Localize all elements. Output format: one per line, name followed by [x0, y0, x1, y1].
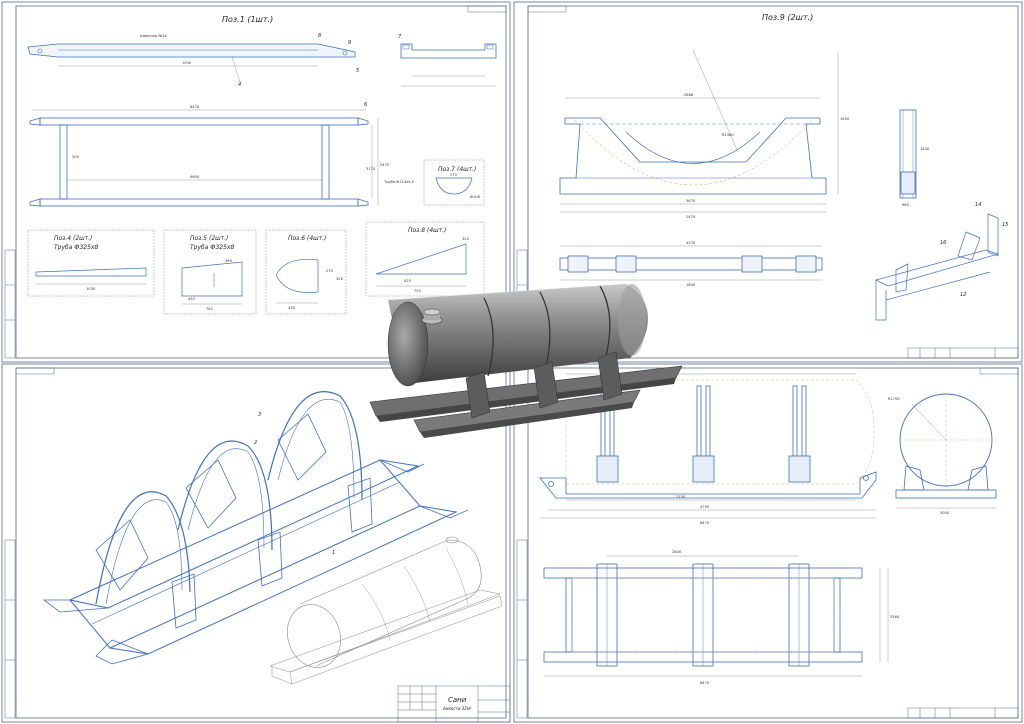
s4-dim-2840: 2840	[672, 550, 682, 554]
title-strips	[907, 347, 1019, 719]
s2-dim-2866: 2866	[684, 93, 694, 97]
pos5-title: Поз.5 (2шт.)	[190, 235, 228, 242]
frame-top-dimlines	[32, 109, 379, 206]
pos5-dim-2: 762	[206, 307, 213, 311]
s1-callout-8: 8	[318, 33, 321, 39]
detail-box-pos7: 270 Ф108	[423, 159, 485, 206]
tank-on-sled-render	[369, 283, 683, 438]
cradle-side-view	[899, 109, 917, 199]
s1-callout-5: 5	[356, 68, 359, 74]
side-view-dimlines	[540, 373, 876, 519]
pos8-title: Поз.8 (4шт.)	[408, 227, 446, 234]
sheet2-title: Поз.9 (2шт.)	[762, 13, 813, 22]
pos4-title: Поз.4 (2шт.)	[54, 235, 92, 242]
pos4-subtitle: Труба Ф325х8	[54, 244, 98, 251]
runner-side-view: 1030	[27, 43, 356, 83]
assembly-top-view	[543, 563, 863, 667]
s4-dim-2560: 2560	[890, 615, 900, 619]
s2-dim-r1360: R1360	[722, 133, 734, 137]
s3-callout-1: 1	[332, 550, 335, 556]
s2-dim-3670: 1640	[686, 283, 696, 287]
s2-callout-14: 14	[975, 202, 981, 208]
tank-wireframe	[269, 536, 503, 685]
pos8-dim-1: 750	[414, 289, 422, 293]
pos7-view	[400, 43, 497, 87]
s4-dim-6470b: 6470	[700, 681, 710, 685]
s1-dim-300: 300	[72, 155, 80, 159]
s1-callout-7: 7	[398, 34, 402, 40]
s2-callout-12: 12	[960, 292, 966, 298]
frame-top-view	[29, 117, 369, 207]
pos5-dim-1: 369	[225, 259, 233, 263]
pos8-dim-2: 425	[404, 279, 411, 283]
cradle-dimlines	[560, 52, 839, 213]
s2-callout-16: 16	[940, 240, 946, 246]
pos7-dim-2: Ф108	[470, 195, 481, 199]
s3-callout-2: 2	[254, 440, 257, 446]
s2-dim-4270: 4270	[686, 241, 696, 245]
s4-dim-5000: 5000	[940, 511, 950, 515]
assembly-side-view	[539, 379, 877, 499]
svg-text:1030: 1030	[182, 61, 192, 65]
s1-dim-3170: 3170	[366, 167, 376, 171]
s4-dim-2150: 2150	[676, 495, 686, 499]
border-strips	[4, 249, 528, 719]
s1-callout-9: 9	[348, 40, 351, 46]
s2-dim-1640: 3670	[686, 199, 696, 203]
pos8-dim-3: 320	[462, 237, 470, 241]
pos6-dim-2: 270	[326, 269, 334, 273]
pos7-dim-1: 270	[450, 173, 458, 177]
detail-box-pos6: 430 270 326	[265, 229, 347, 315]
s2-dim-2470: 2470	[686, 215, 696, 219]
cradle-arc-construction	[574, 119, 813, 186]
pos7-title: Поз.7 (4шт.)	[438, 166, 476, 173]
s1-dim-4600: 4600	[190, 175, 200, 179]
detail-box-pos4: 1030	[27, 229, 155, 297]
sled-isometric-assembly	[42, 391, 469, 665]
cradle-front-view	[559, 117, 827, 195]
pos6-dim-3: 326	[336, 277, 344, 281]
s1-callout-4: 4	[238, 82, 241, 88]
s4-dim-r1700: R1700	[888, 397, 900, 401]
assembly-end-view	[895, 393, 997, 509]
s2-dim-1440: 1440	[920, 147, 930, 151]
pos5-dim-3: 430	[188, 297, 196, 301]
s2-dim-1650: 1650	[840, 117, 850, 121]
s1-note-1: Швеллер №16	[140, 34, 167, 38]
s1-note-2: Труба Ф114х4,5	[383, 180, 414, 184]
detail-box-pos8: 750 425 320	[365, 221, 485, 297]
title-block-name: Сани	[448, 696, 467, 704]
s1-dim-6470: 6470	[190, 105, 200, 109]
radius-line	[692, 49, 739, 153]
s2-callout-15: 15	[1002, 222, 1008, 228]
cradle-top-view	[559, 255, 823, 273]
pos5-subtitle: Труба Ф325х8	[190, 244, 234, 251]
s2-dim-960: 960	[902, 203, 910, 207]
s3-callout-3: 3	[258, 412, 261, 418]
sheet1-title: Поз.1 (1шт.)	[222, 15, 273, 24]
pos4-dim: 1030	[86, 287, 96, 291]
top-view-dimlines	[544, 555, 889, 677]
s1-callout-6: 6	[364, 102, 367, 108]
pos6-title: Поз.6 (4шт.)	[288, 235, 326, 242]
cradle-isometric	[875, 213, 1000, 321]
s4-dim-6470: 6470	[700, 521, 710, 525]
pos6-dim-1: 430	[288, 306, 296, 310]
s1-dim-2470: 2470	[380, 163, 390, 167]
s4-dim-4750: 4750	[700, 505, 710, 509]
title-block-subtitle: ёмкости 32м³	[443, 706, 472, 711]
corner-tabs	[15, 5, 1019, 375]
title-block	[397, 685, 511, 723]
detail-box-pos5: 369 762 430	[163, 229, 257, 315]
